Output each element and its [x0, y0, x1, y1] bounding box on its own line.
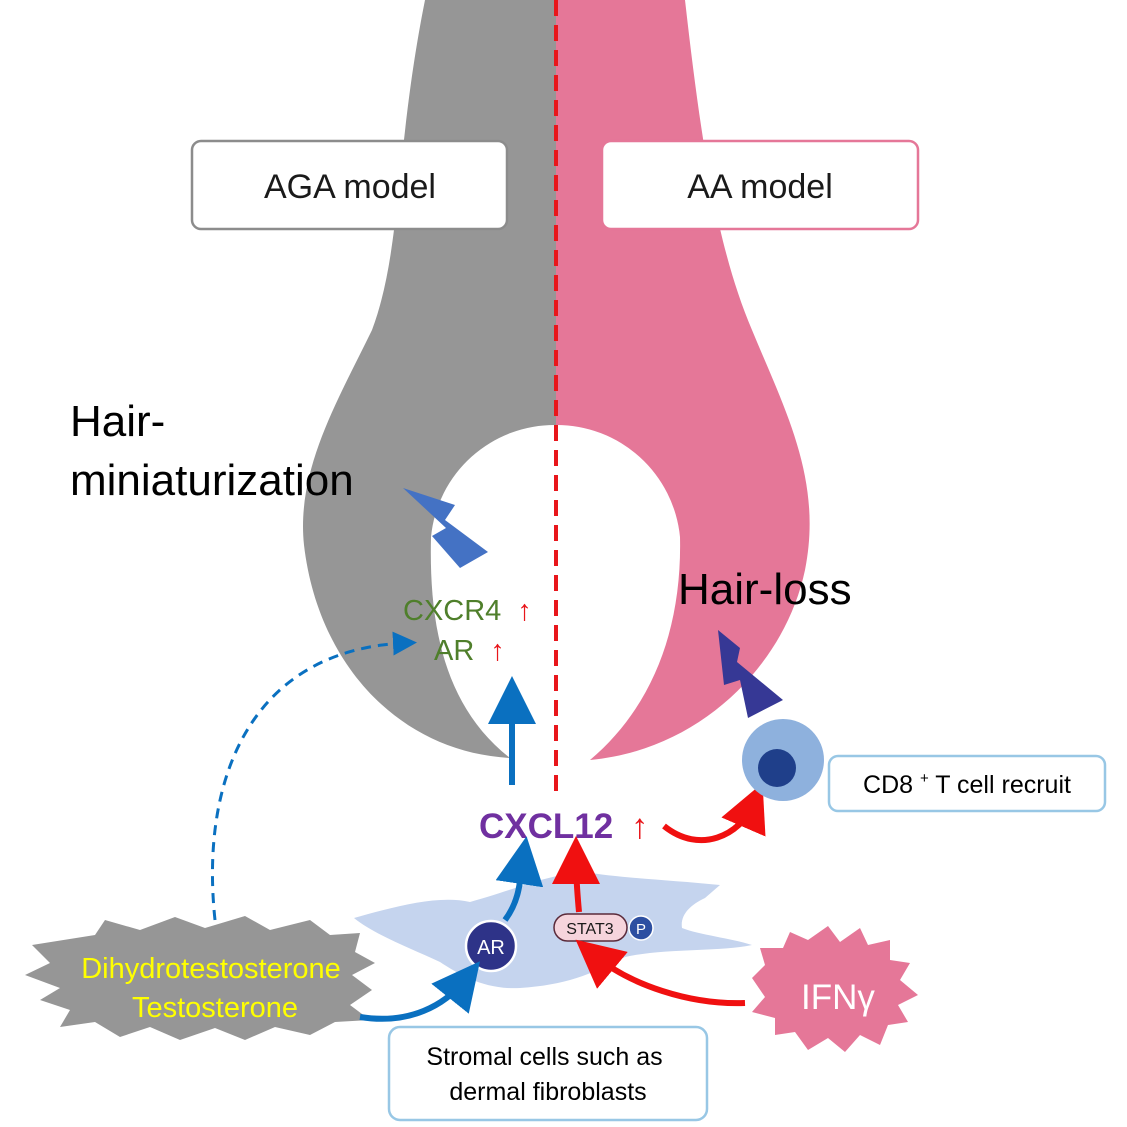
- ifn-gamma-label: IFNγ: [801, 978, 875, 1017]
- ar-receptor-label: AR: [477, 937, 505, 959]
- ifn-to-stat3-arrow: [575, 939, 746, 1007]
- ar-up-arrow: ↑: [490, 635, 505, 667]
- stromal-line2: dermal fibroblasts: [449, 1078, 646, 1106]
- cd8-suffix: T cell recruit: [935, 771, 1071, 799]
- hormone-label: Dihydrotestosterone Testosterone: [81, 953, 349, 1024]
- cd8-recruit-box: [827, 754, 1107, 813]
- cd8-prefix: CD8: [863, 771, 913, 799]
- ar-receptor-icon: [464, 919, 518, 973]
- aga-follicle-half: [303, 0, 556, 758]
- hair-miniaturization-label: Hair- miniaturization: [70, 397, 354, 505]
- cxcl12-label: CXCL12: [479, 807, 613, 846]
- phospho-label: P: [636, 921, 646, 938]
- hormone-to-cxcr4-dashed-arrow: [211, 631, 417, 921]
- hormone-starburst: [25, 916, 375, 1040]
- cxcl12-to-tcell-arrow: [662, 782, 766, 844]
- aa-model-label: AA model: [687, 168, 833, 206]
- aa-model-box: [600, 139, 920, 231]
- cxcr4-up-arrow: ↑: [517, 595, 532, 627]
- phospho-icon: [628, 915, 654, 941]
- cd8-superscript: +: [920, 770, 929, 787]
- hair-miniaturization-line1: Hair-: [70, 397, 165, 446]
- cxcl12-up-arrow: ↑: [631, 807, 649, 846]
- hormone-line2: Testosterone: [132, 992, 298, 1024]
- hormone-line1: Dihydrotestosterone: [81, 953, 341, 985]
- hair-miniaturization-line2: miniaturization: [70, 456, 354, 505]
- stat3-to-cxcl12-arrow: [552, 836, 601, 913]
- hair-loss-label: Hair-loss: [678, 565, 852, 614]
- stat3-label: STAT3: [566, 921, 614, 938]
- ar-upregulated: AR ↑: [434, 635, 505, 667]
- miniaturization-lightning-icon: [403, 488, 488, 568]
- stromal-line1: Stromal cells such as: [426, 1043, 662, 1071]
- ar-to-cxcl12-arrow: [495, 836, 544, 922]
- stromal-cell-body: [354, 872, 752, 989]
- cxcr4-upregulated: CXCR4 ↑: [403, 595, 532, 627]
- ar-label: AR: [434, 635, 474, 667]
- aga-model-box: [190, 139, 509, 231]
- hormone-to-ar-arrow: [359, 961, 481, 1022]
- ifn-gamma-starburst: [752, 926, 918, 1052]
- cxcr4-label: CXCR4: [403, 595, 501, 627]
- cd8-t-cell-nucleus: [758, 749, 796, 787]
- aga-model-label: AGA model: [264, 168, 436, 206]
- stromal-cells-box: [387, 1025, 709, 1122]
- aa-follicle-half: [556, 0, 810, 760]
- cxcl12-upregulated: CXCL12 ↑: [479, 807, 648, 846]
- cd8-recruit-label: CD8 + T cell recruit: [863, 761, 1071, 799]
- stromal-cells-label: Stromal cells such as dermal fibroblasts: [426, 1043, 669, 1106]
- hair-loss-lightning-icon: [718, 630, 783, 718]
